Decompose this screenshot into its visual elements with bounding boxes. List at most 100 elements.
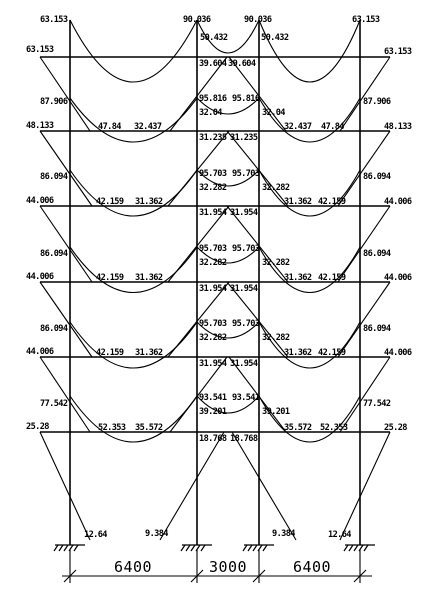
moment-line xyxy=(159,431,225,541)
moment-line xyxy=(226,205,289,283)
moment-label: 42.159 xyxy=(96,197,124,207)
moment-line xyxy=(339,431,391,541)
moment-label: 32.282 xyxy=(199,333,227,343)
moment-label: 31.362 xyxy=(135,348,163,358)
moment-curve xyxy=(196,19,260,54)
moment-label: 31.954 xyxy=(230,208,258,218)
moment-line xyxy=(337,130,391,207)
frame-beams xyxy=(40,56,390,433)
moment-label: 77.542 xyxy=(40,399,68,409)
moment-label: 12.64 xyxy=(328,530,351,540)
moment-label: 52.353 xyxy=(98,423,126,433)
dimension-texts: 6400 3000 6400 xyxy=(114,558,331,576)
dimension-text: 3000 xyxy=(209,558,247,576)
moment-line xyxy=(339,56,391,132)
moment-label: 32.282 xyxy=(262,183,290,193)
moment-label: 86.094 xyxy=(40,249,68,259)
moment-label: 44.006 xyxy=(26,272,54,282)
moment-line xyxy=(39,130,93,207)
moment-label: 25.28 xyxy=(384,423,407,433)
moment-label: 48.133 xyxy=(384,122,412,132)
moment-line xyxy=(39,281,93,358)
fixed-support xyxy=(180,544,212,552)
moment-label: 35.572 xyxy=(284,423,312,433)
moment-label: 32.282 xyxy=(262,333,290,343)
fixed-support xyxy=(53,544,85,552)
moment-curve xyxy=(196,321,260,339)
moment-line xyxy=(167,281,230,358)
moment-label: 95.816 xyxy=(199,94,227,104)
moment-line xyxy=(39,356,91,433)
moment-curve xyxy=(258,169,361,217)
moment-label: 31.235 xyxy=(199,133,227,143)
moment-line xyxy=(226,281,289,358)
moment-line xyxy=(231,431,297,541)
dimension-text: 6400 xyxy=(293,558,331,576)
moment-line xyxy=(339,356,391,433)
moment-label: 31.362 xyxy=(284,348,312,358)
moment-line xyxy=(228,56,287,132)
moment-label: 95.816 xyxy=(232,94,260,104)
moment-curve xyxy=(258,19,361,83)
moment-label: 39.201 xyxy=(199,407,227,417)
moment-label: 44.006 xyxy=(26,347,54,357)
moment-label: 95.703 xyxy=(199,319,227,329)
moment-curve xyxy=(69,246,198,294)
moment-label: 9.384 xyxy=(272,529,295,539)
moment-label: 52.353 xyxy=(320,423,348,433)
moment-label: 31.954 xyxy=(199,284,227,294)
moment-label: 77.542 xyxy=(363,399,391,409)
moment-line xyxy=(337,281,391,358)
moment-label: 31.954 xyxy=(199,208,227,218)
moment-label: 31.235 xyxy=(230,133,258,143)
moment-label: 42.159 xyxy=(318,348,346,358)
moment-label: 18.768 xyxy=(230,434,258,444)
moment-label: 63.153 xyxy=(40,15,68,25)
moment-label: 93.541 xyxy=(232,393,260,403)
moment-label: 95.703 xyxy=(199,244,227,254)
moment-labels: 63.153 90.036 90.036 63.153 50.432 50.43… xyxy=(26,15,412,540)
moment-label: 63.153 xyxy=(384,47,412,57)
moment-curve xyxy=(258,321,361,369)
moment-line xyxy=(39,56,91,132)
moment-label: 31.954 xyxy=(230,284,258,294)
moment-line xyxy=(226,130,289,207)
moment-label: 87.906 xyxy=(40,97,68,107)
moment-curve xyxy=(196,246,260,264)
moment-label: 31.954 xyxy=(230,359,258,369)
moment-label: 95.703 xyxy=(232,244,260,254)
moment-label: 47.84 xyxy=(98,122,121,132)
moment-label: 93.541 xyxy=(199,393,227,403)
moment-curve xyxy=(196,97,260,115)
moment-label: 63.153 xyxy=(26,45,54,55)
moment-label: 86.094 xyxy=(363,249,391,259)
moment-label: 86.094 xyxy=(40,172,68,182)
moment-label: 9.384 xyxy=(145,529,168,539)
moment-curve xyxy=(196,395,260,414)
moment-label: 32.04 xyxy=(199,108,222,118)
moment-label: 50.432 xyxy=(261,33,289,43)
moment-label: 31.362 xyxy=(135,273,163,283)
moment-label: 32.437 xyxy=(134,122,162,132)
moment-label: 39.201 xyxy=(262,407,290,417)
moment-curve xyxy=(258,246,361,294)
moment-label: 32.282 xyxy=(262,258,290,268)
moment-label: 18.768 xyxy=(199,434,227,444)
moment-label: 44.006 xyxy=(384,197,412,207)
moment-label: 47.84 xyxy=(321,122,344,132)
moment-curve xyxy=(69,321,198,369)
moment-label: 31.362 xyxy=(284,197,312,207)
moment-line xyxy=(228,356,287,433)
moment-curve xyxy=(258,395,361,443)
moment-label: 32.04 xyxy=(262,108,285,118)
moment-label: 44.006 xyxy=(384,348,412,358)
moment-curve xyxy=(258,97,361,143)
moment-line xyxy=(39,205,93,283)
moment-curves xyxy=(69,19,361,443)
moment-curve xyxy=(69,19,198,83)
moment-label: 31.362 xyxy=(284,273,312,283)
moment-label: 42.159 xyxy=(318,273,346,283)
dimension-line xyxy=(62,550,372,583)
moment-curve xyxy=(69,395,198,443)
